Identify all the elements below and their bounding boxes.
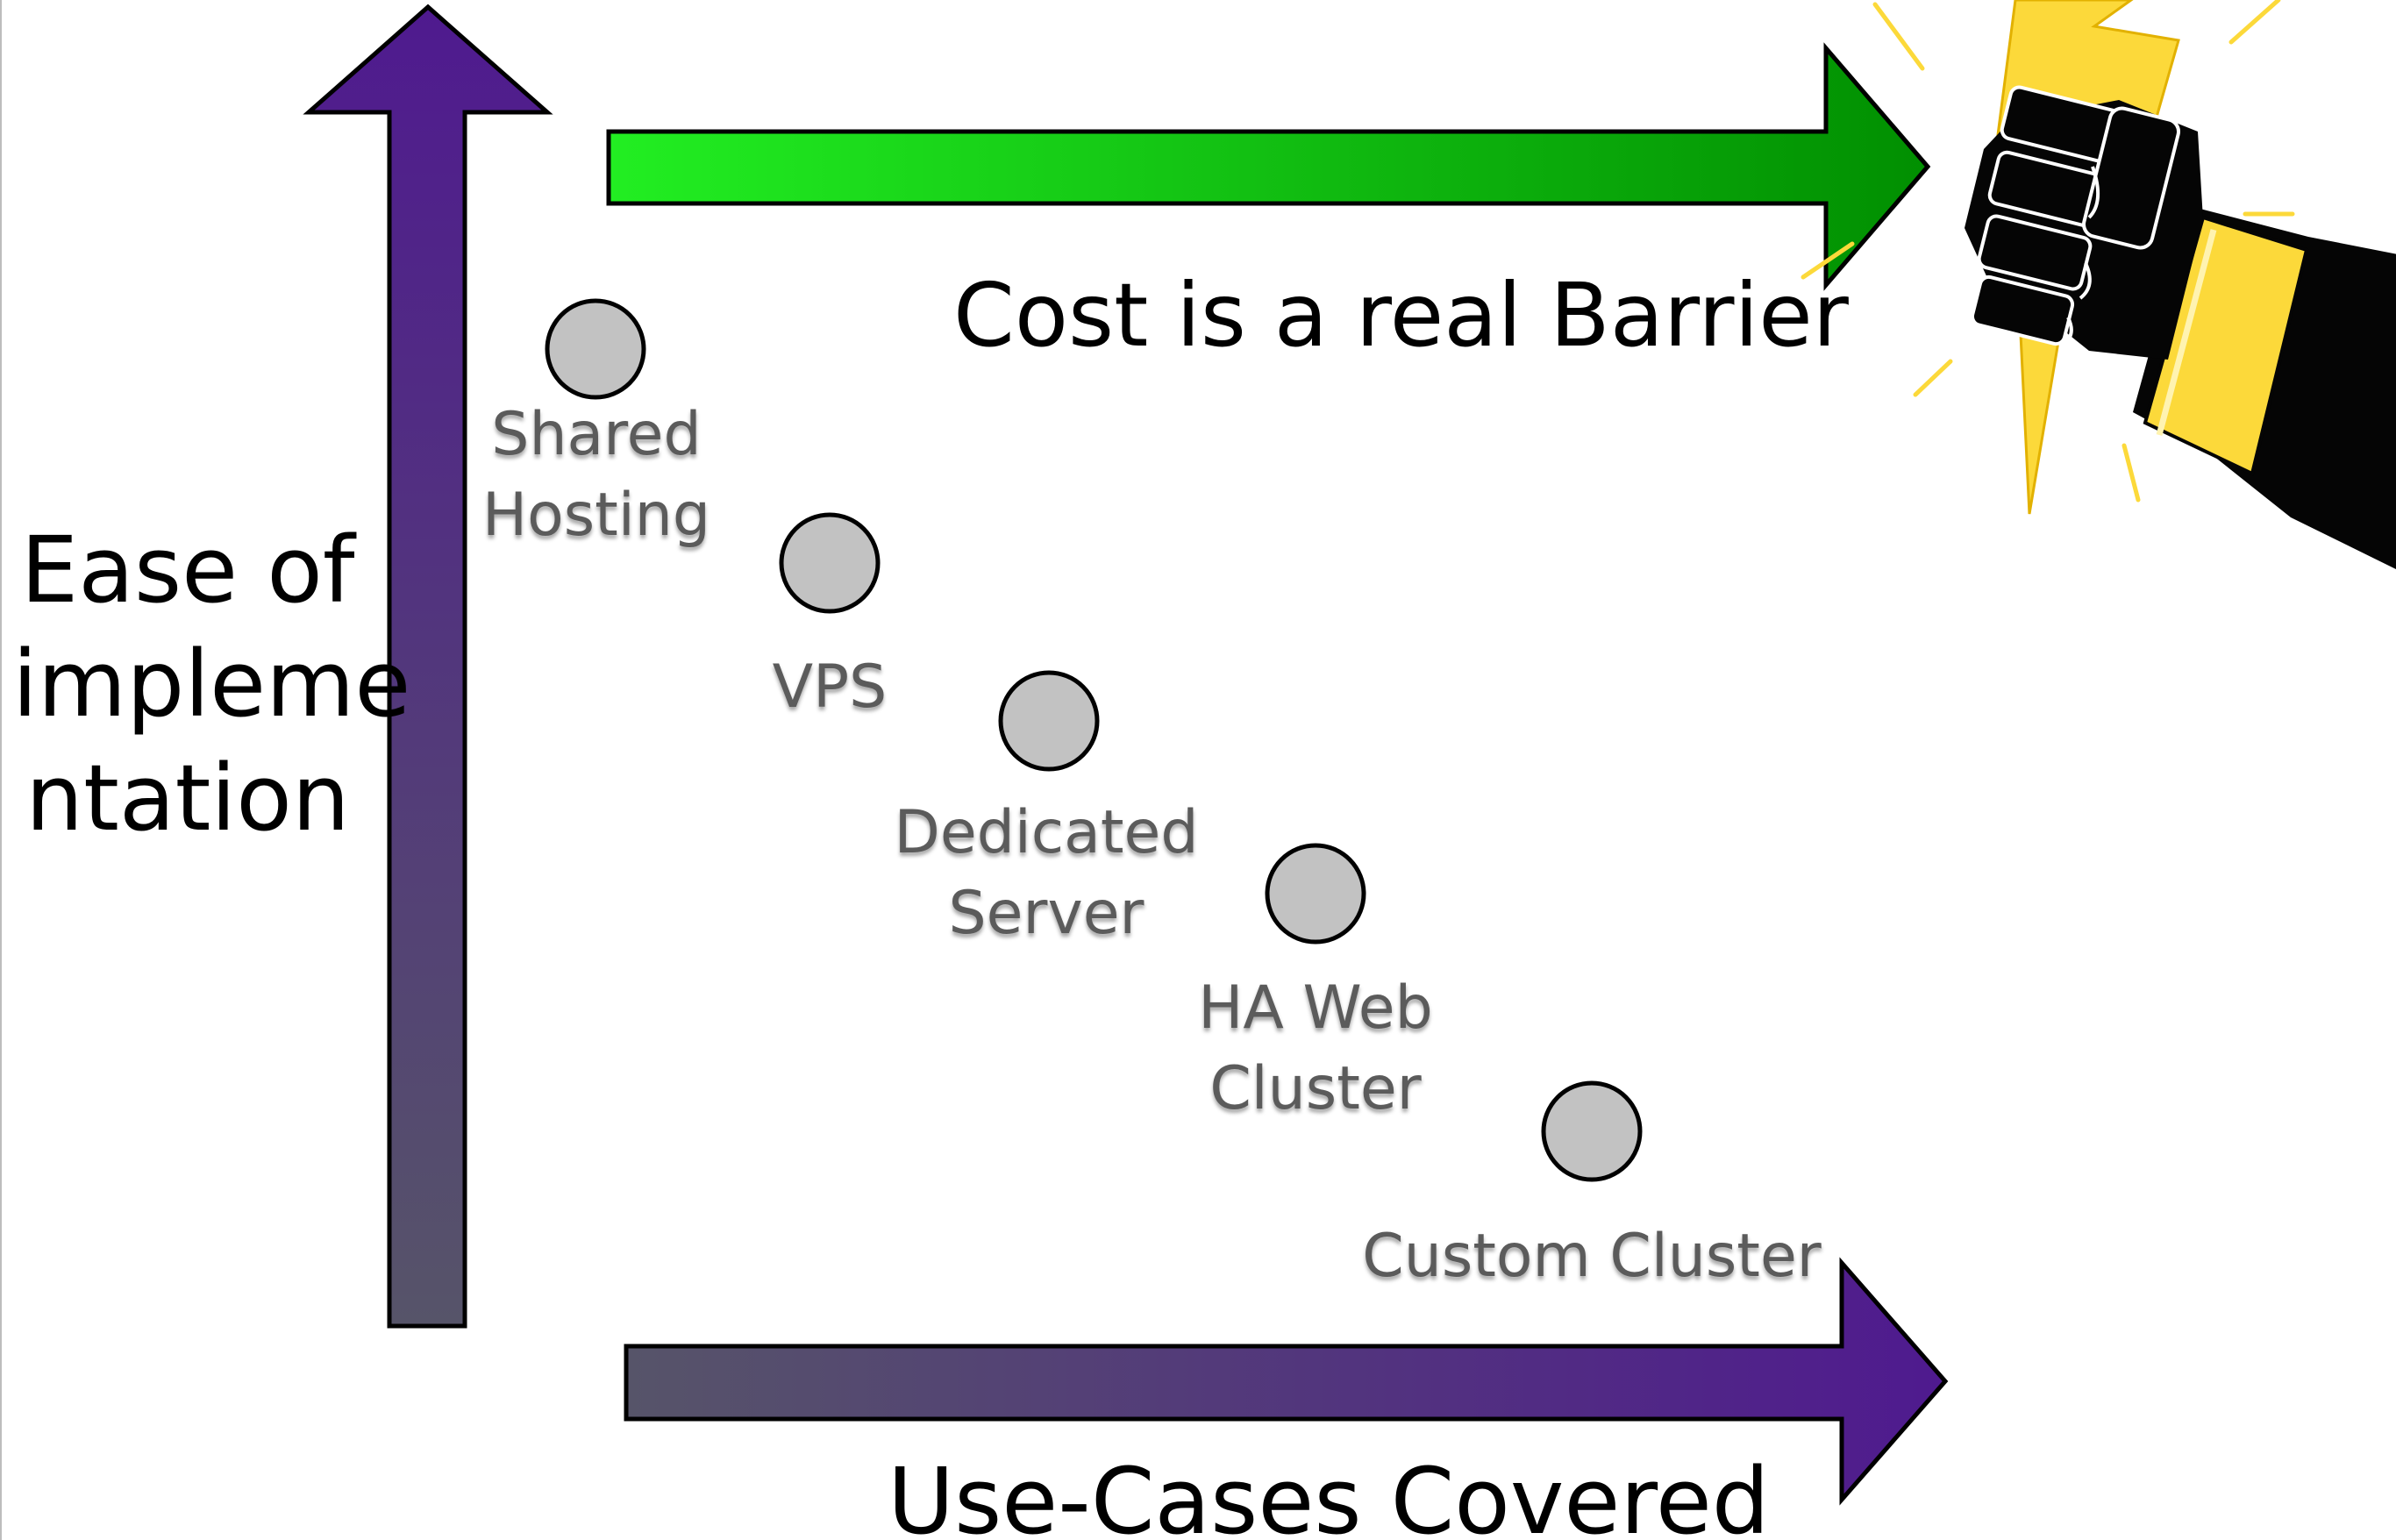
x-axis-title: Use-Cases Covered — [888, 1448, 1770, 1540]
label-shared-hosting-line-2: Hosting — [482, 481, 710, 550]
label-dedicated-server: Dedicated Server — [895, 793, 1199, 954]
label-vps: VPS — [773, 647, 888, 728]
cost-arrow — [606, 42, 1931, 291]
y-axis-title-line-3: ntation — [25, 745, 350, 852]
label-ha-web-cluster: HA Web Cluster — [1198, 968, 1433, 1130]
label-custom-cluster-line-1: Custom Cluster — [1362, 1222, 1822, 1291]
label-shared-hosting-line-1: Shared — [491, 400, 702, 469]
burst-lines-icon — [1801, 0, 2295, 503]
x-axis-arrow — [624, 1257, 1949, 1506]
y-axis-title: Ease of impleme ntation — [12, 513, 411, 855]
label-dedicated-server-line-2: Server — [948, 879, 1145, 948]
point-dedicated-server — [998, 670, 1100, 772]
label-ha-web-cluster-line-2: Cluster — [1209, 1054, 1422, 1123]
fist-icon — [1965, 85, 2396, 570]
label-custom-cluster: Custom Cluster — [1362, 1216, 1821, 1297]
label-shared-hosting: Shared Hosting — [482, 395, 710, 556]
cost-label: Cost is a real Barrier — [953, 264, 1849, 367]
label-ha-web-cluster-line-1: HA Web — [1198, 973, 1433, 1043]
y-axis-title-line-2: impleme — [12, 631, 411, 738]
y-axis-title-line-1: Ease of — [20, 517, 355, 624]
point-ha-web-cluster — [1265, 843, 1366, 945]
label-vps-line-1: VPS — [772, 652, 888, 722]
label-dedicated-server-line-1: Dedicated — [894, 798, 1199, 867]
y-axis-arrow — [303, 4, 553, 1329]
point-vps — [779, 512, 881, 614]
point-shared-hosting — [545, 298, 646, 400]
point-custom-cluster — [1541, 1080, 1643, 1182]
